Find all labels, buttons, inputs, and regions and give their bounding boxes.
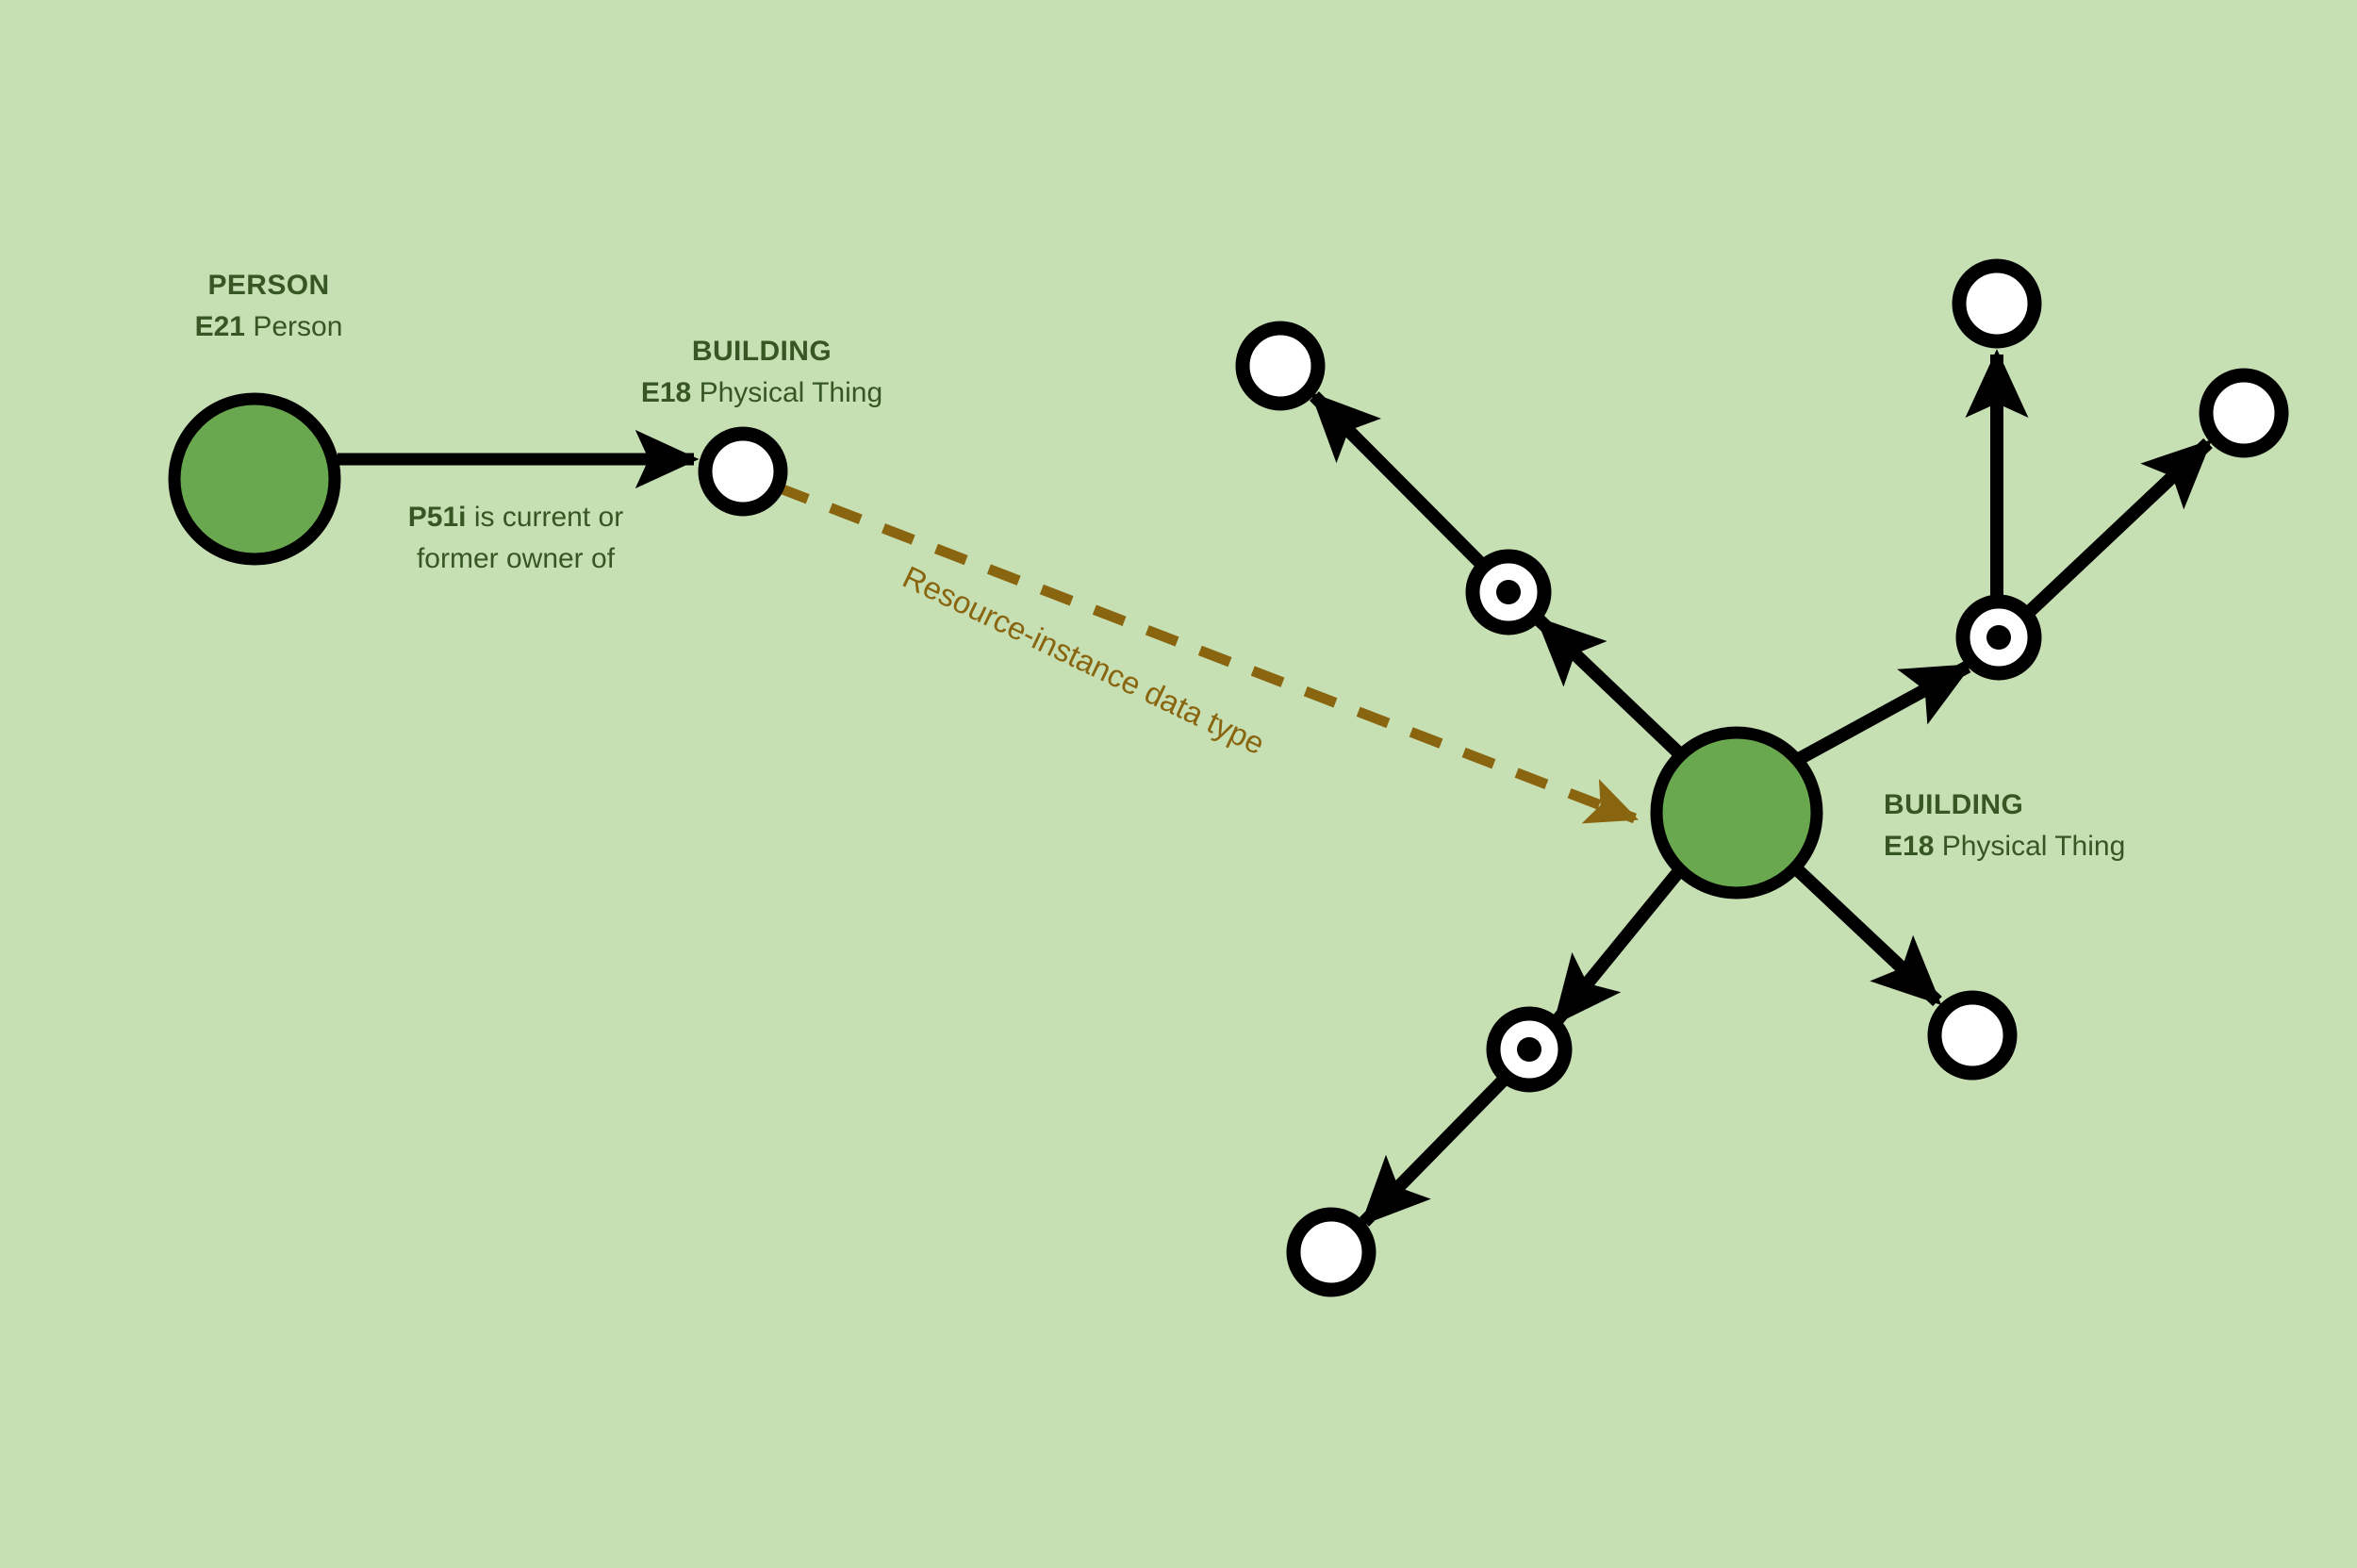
label-edge-p51i-line1: P51i is current or [408,502,623,533]
node-leaf-far-right[interactable] [2199,368,2289,458]
label-building-right: BUILDING [1884,789,2023,820]
node-hub-lower-left[interactable] [1486,1006,1573,1093]
label-building-left-rest: Physical Thing [691,377,882,408]
label-edge-p51i-bold: P51i [408,502,467,533]
label-building-left: BUILDING [692,336,832,367]
label-edge-p51i-line2: former owner of [417,543,616,574]
label-person-code: E21 [195,311,245,342]
node-hub-upper-left[interactable] [1465,549,1552,635]
label-edge-p51i-rest: is current or [467,502,624,533]
label-building-left-title: BUILDING [692,336,832,367]
edge-resource-instance-dashed [776,482,1640,824]
node-leaf-top-left[interactable] [1235,321,1326,411]
edges-layer [338,349,2213,1227]
label-building-right-code: E18 [1884,831,1934,862]
node-leaf-top-right[interactable] [1952,258,2042,349]
node-leaf-bottom[interactable] [1286,1207,1376,1297]
edge-building-to-leaf-lower-right [1792,864,1942,1007]
node-hub-upper-right[interactable] [1955,594,2042,681]
label-building-right-rest: Physical Thing [1934,831,2125,862]
label-person-subtitle: E21 Person [195,311,343,342]
edge-hub-lower-left-to-leaf-bottom [1360,1070,1513,1227]
label-building-right-title: BUILDING [1884,789,2023,820]
label-building-right-subtitle: E18 Physical Thing [1884,831,2125,862]
label-person-rest: Person [245,311,342,342]
nodes-layer [168,258,2289,1297]
label-building-left-code: E18 [641,377,691,408]
edge-building-to-hub-upper-right [1795,660,1973,766]
node-building-resource[interactable] [1650,726,1823,900]
edge-hub-upper-right-to-leaf-far-right [2020,437,2213,621]
label-person: PERSON [207,270,329,301]
label-building-left-subtitle: E18 Physical Thing [641,377,882,408]
node-leaf-lower-right[interactable] [1927,990,2018,1081]
node-person-resource[interactable] [168,392,341,566]
label-person-title: PERSON [207,270,329,301]
edge-building-to-hub-upper-left [1535,615,1683,758]
node-building-branch[interactable] [698,426,788,517]
edge-building-to-hub-lower-left [1551,867,1684,1026]
edge-hub-upper-left-to-leaf-top-left [1310,391,1492,575]
